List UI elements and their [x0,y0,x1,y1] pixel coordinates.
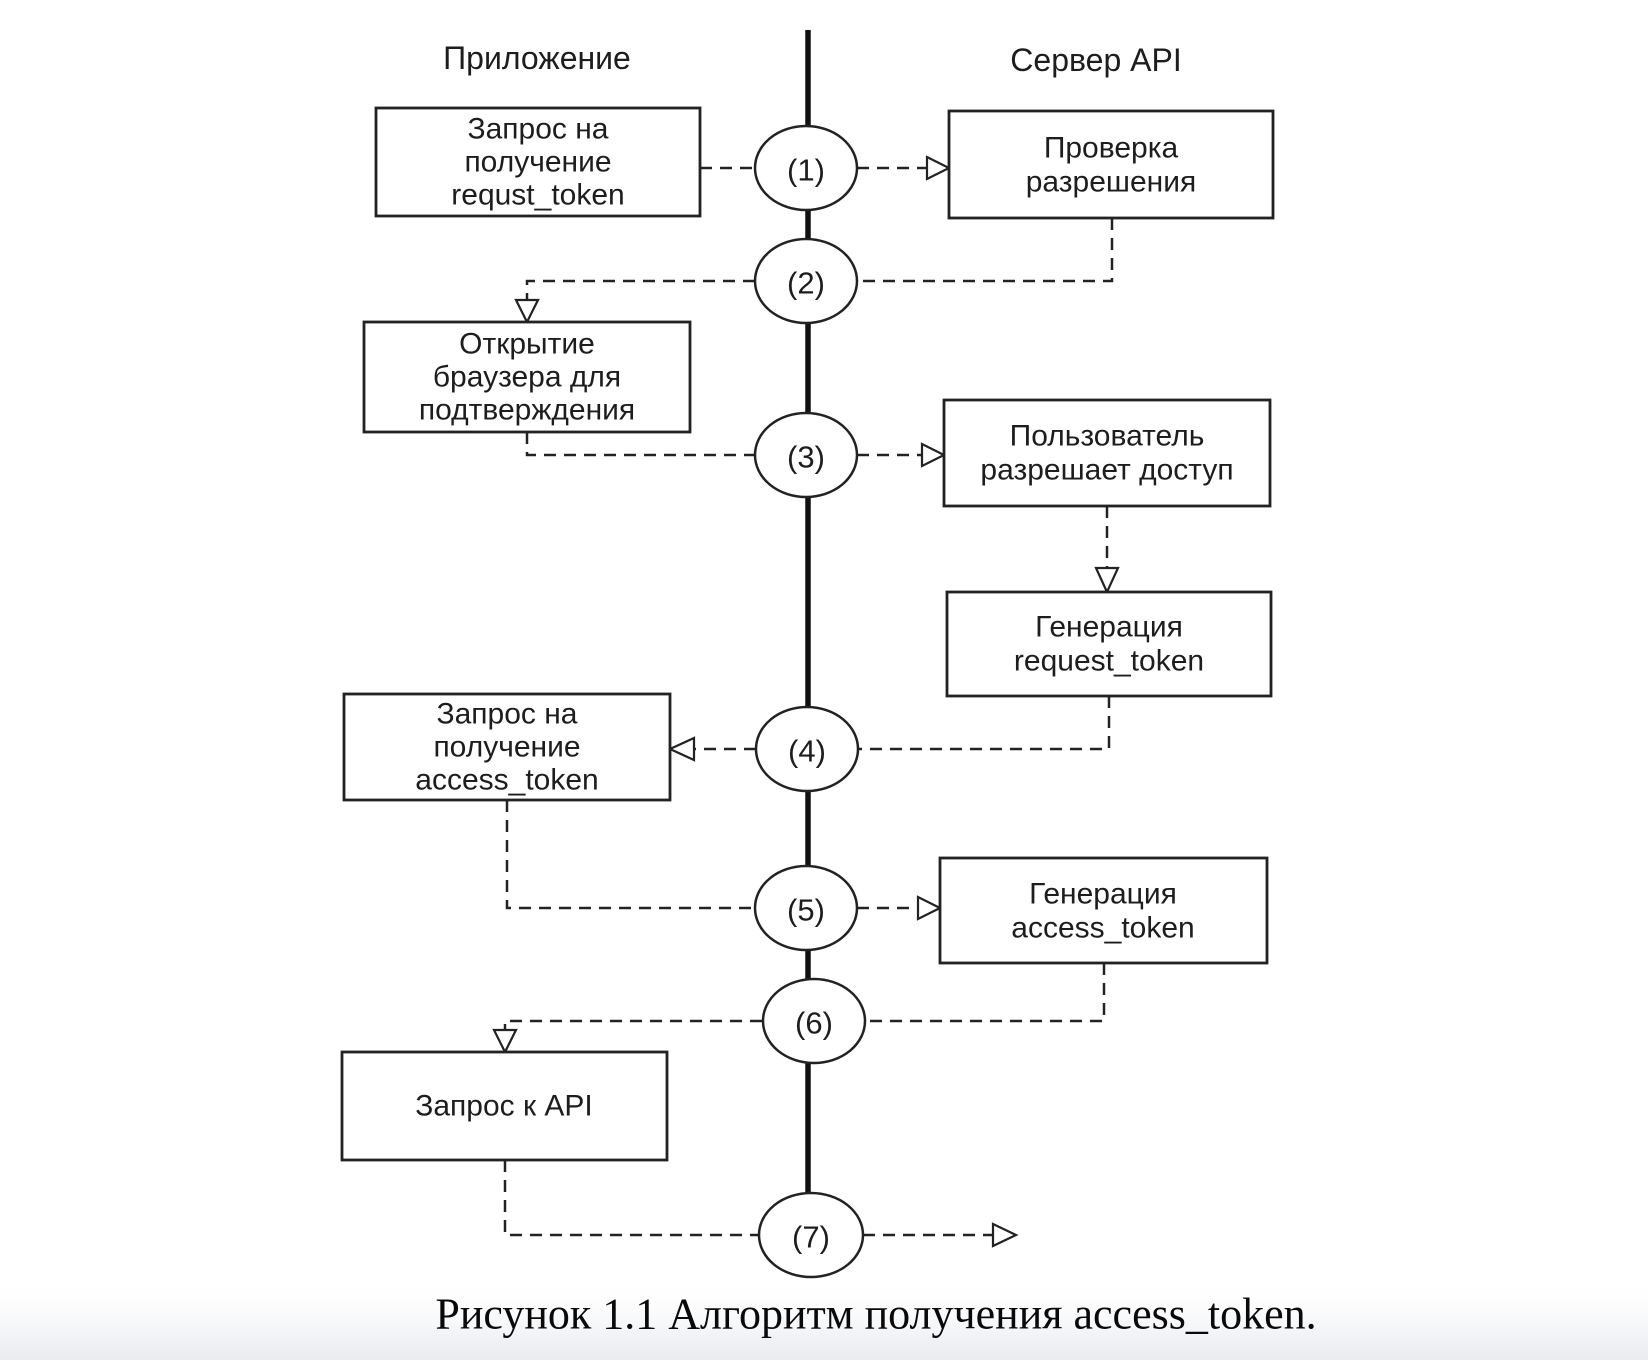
node-label-line: браузера для [433,361,621,394]
node-label-line: разрешает доступ [980,454,1233,487]
step-number: (5) [787,893,825,928]
node-label-line: Проверка [1044,132,1179,165]
step-number: (4) [788,734,826,769]
step-circle-2: (2) [753,237,859,325]
node-label-line: подтверждения [419,394,635,427]
node-api-request: Запрос к API [340,1050,669,1162]
step-circle-7: (7) [757,1191,865,1279]
node-check-permission: Проверка разрешения [947,109,1275,220]
step-number: (1) [787,153,825,188]
arrowhead-down-icon [492,1028,518,1055]
node-open-browser: Открытие браузера для подтверждения [362,320,692,434]
node-label-line: Запрос на [436,698,577,731]
connector-6-right [866,963,1106,1023]
node-user-allows-access: Пользователь разрешает доступ [942,398,1272,508]
step-circle-5: (5) [753,864,859,952]
connector-2-right [857,218,1114,283]
arrowhead-down-icon [514,298,540,325]
node-label-line: получение [464,146,611,179]
node-generate-request-token: Генерация request_token [945,590,1273,698]
node-label-line: access_token [415,764,598,797]
node-label-line: Генерация [1029,878,1177,911]
node-label-line: Запрос на [467,113,608,146]
node-label-line: разрешения [1026,166,1196,199]
arrowhead-right-icon [991,1222,1019,1248]
step-circle-3: (3) [753,411,859,499]
step-number: (7) [792,1220,830,1255]
node-label-line: Запрос к API [415,1090,593,1123]
arrowhead-right-icon [916,895,943,921]
connector-4-right [858,696,1111,751]
node-label-line: access_token [1011,912,1194,945]
node-generate-access-token: Генерация access_token [938,856,1269,965]
step-number: (3) [787,440,825,475]
node-label-line: Открытие [459,328,595,361]
node-label-line: Генерация [1035,611,1183,644]
arrowhead-right-icon [925,155,952,181]
step-circle-4: (4) [754,705,860,793]
connector-6-left [503,1019,762,1030]
connector-2-left [525,279,755,300]
lane-header-application: Приложение [443,40,631,76]
node-label-line: Пользователь [1010,420,1205,453]
step-circle-6: (6) [761,977,867,1065]
step-circle-1: (1) [753,124,859,212]
connector-7-left [503,1160,760,1237]
arrowhead-down-icon [1094,566,1120,595]
node-label-line: request_token [1014,645,1204,678]
lane-header-api-server: Сервер API [1010,42,1181,78]
node-request-requst-token: Запрос на получение requst_token [374,106,702,218]
page-bottom-shade [0,1278,1648,1360]
arrowhead-left-icon [667,736,696,762]
node-request-access-token: Запрос на получение access_token [342,692,672,802]
node-label-line: получение [433,731,580,764]
node-label-line: requst_token [451,179,624,212]
connector-5-left [505,800,755,910]
figure-caption: Рисунок 1.1 Алгоритм получения access_to… [435,1290,1316,1339]
step-number: (6) [795,1006,833,1041]
arrowhead-right-icon [920,442,947,468]
connector-3-left [525,432,755,457]
step-number: (2) [787,266,825,301]
